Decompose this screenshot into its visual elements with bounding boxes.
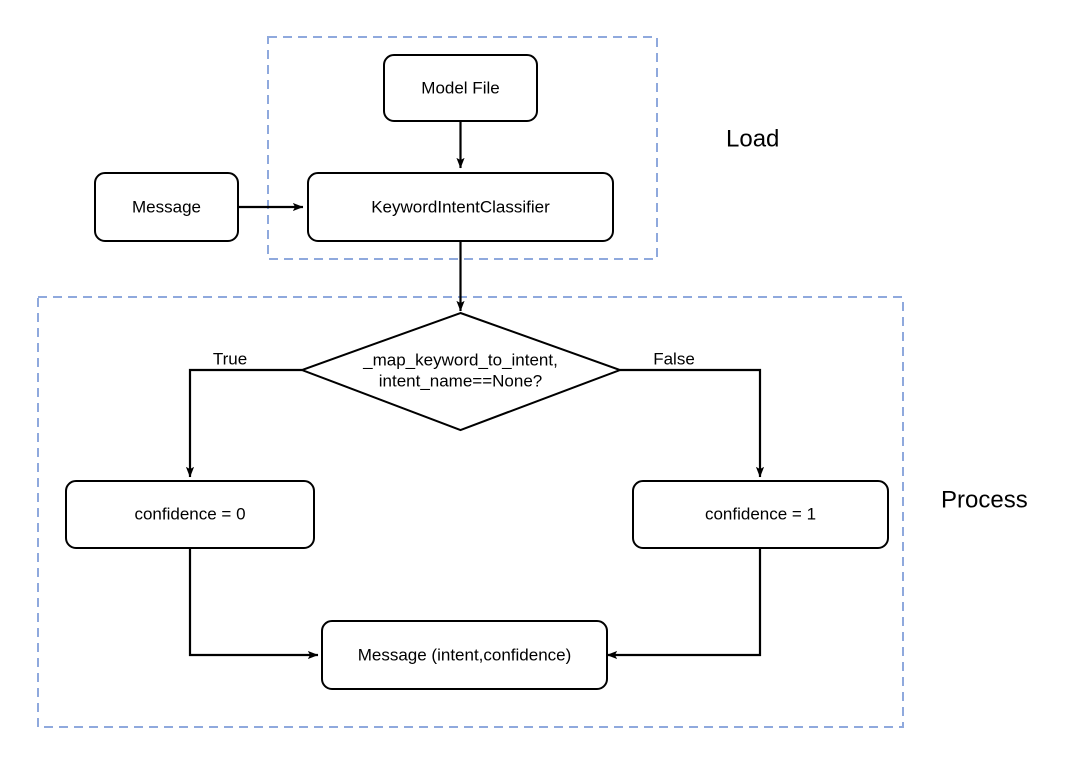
group-label-process: Process (941, 486, 1028, 513)
node-model-file-label: Model File (421, 78, 499, 97)
edge-confidence-zero-to-message-out (188, 548, 319, 660)
group-box-load (267, 36, 658, 260)
node-message-output[interactable]: Message (intent,confidence) (321, 620, 608, 690)
node-decision[interactable]: _map_keyword_to_intent, intent_name==Non… (299, 311, 623, 432)
node-confidence-one-label: confidence = 1 (705, 504, 816, 523)
node-message-output-label: Message (intent,confidence) (358, 645, 572, 664)
node-keyword-intent-classifier[interactable]: KeywordIntentClassifier (307, 172, 614, 242)
node-confidence-one-shape[interactable] (632, 480, 889, 549)
node-decision-label-line1: _map_keyword_to_intent, (362, 350, 558, 369)
node-decision-label-line2: intent_name==None? (379, 371, 543, 390)
group-box-process (37, 296, 904, 728)
node-decision-shape[interactable] (299, 311, 623, 432)
node-confidence-one[interactable]: confidence = 1 (632, 480, 889, 549)
node-message-input-shape[interactable] (94, 172, 239, 242)
node-message-input[interactable]: Message (94, 172, 239, 242)
node-confidence-zero-label: confidence = 0 (134, 504, 245, 523)
edge-decision-false-to-confidence-one (620, 368, 765, 478)
edge-label-true: True (213, 349, 247, 368)
node-confidence-zero-shape[interactable] (65, 480, 315, 549)
edge-label-false: False (653, 349, 695, 368)
node-message-output-shape[interactable] (321, 620, 608, 690)
group-label-load: Load (726, 125, 779, 152)
node-message-input-label: Message (132, 197, 201, 216)
node-keyword-intent-classifier-shape[interactable] (307, 172, 614, 242)
edge-decision-true-to-confidence-zero (185, 368, 302, 478)
node-model-file[interactable]: Model File (383, 54, 538, 122)
edge-confidence-one-to-message-out (606, 548, 762, 660)
node-keyword-intent-classifier-label: KeywordIntentClassifier (371, 197, 550, 216)
node-confidence-zero[interactable]: confidence = 0 (65, 480, 315, 549)
node-model-file-shape[interactable] (383, 54, 538, 122)
